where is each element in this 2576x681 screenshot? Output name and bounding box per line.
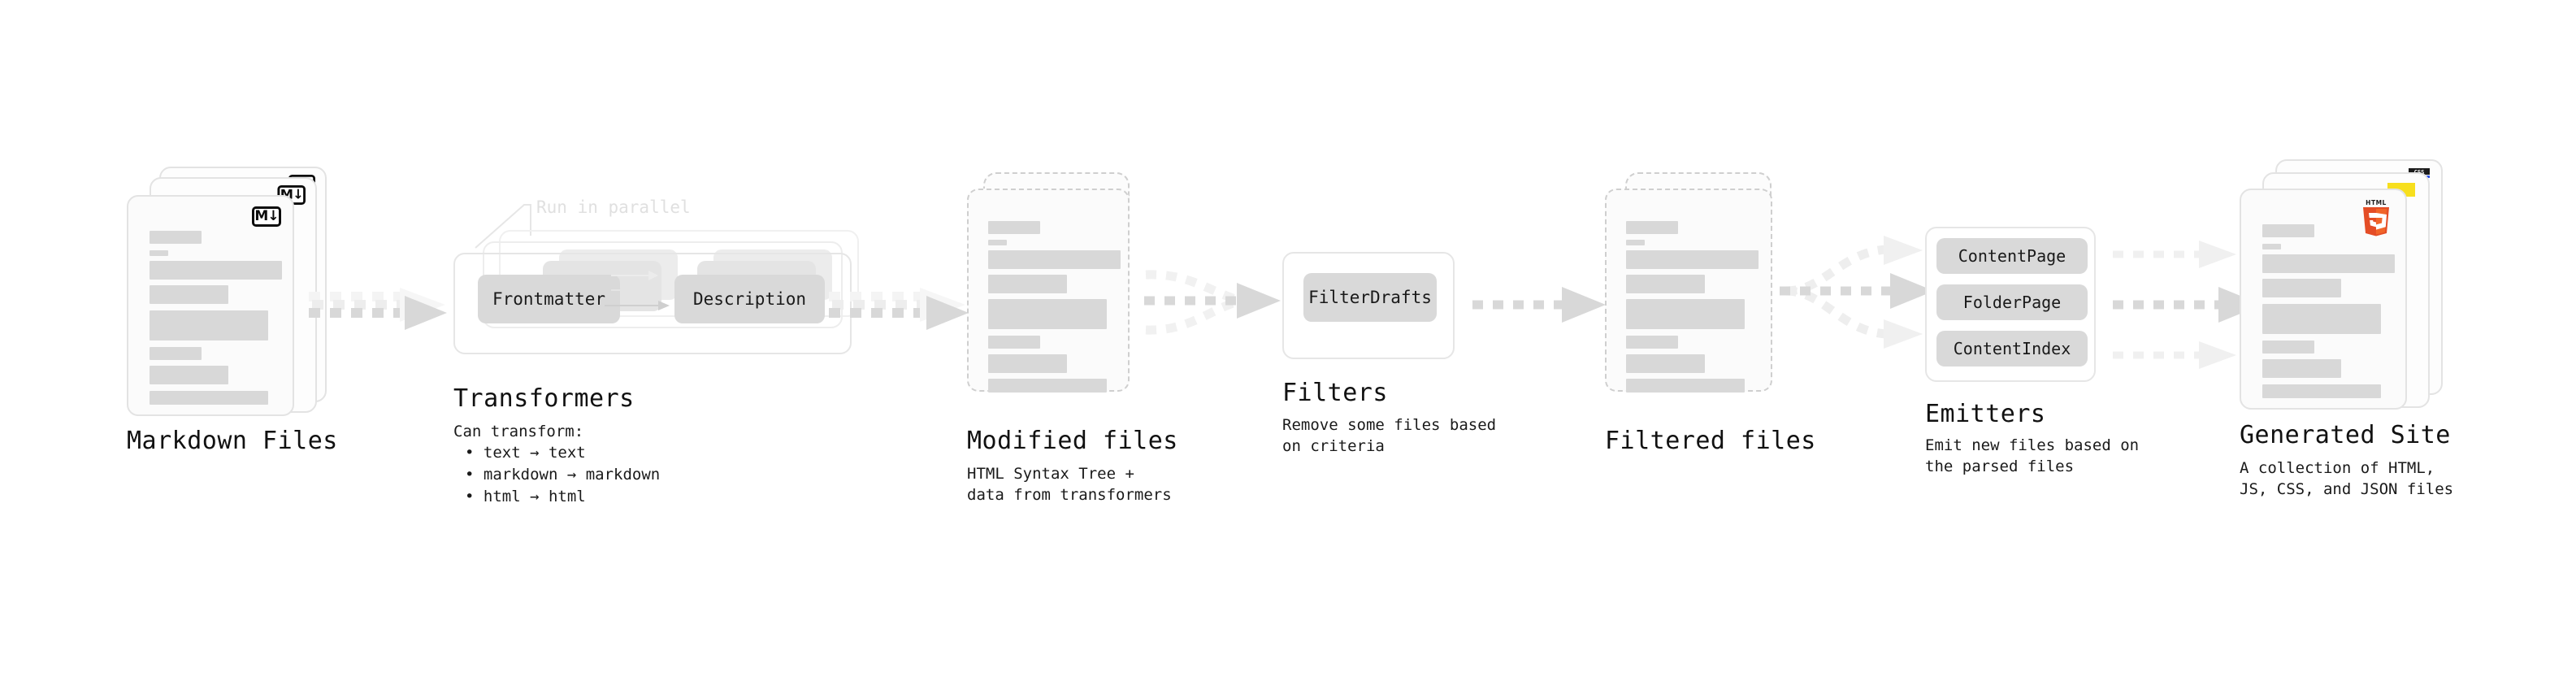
emitters-title: Emitters [1925,400,2046,428]
emitter-node-folderpage[interactable]: FolderPage [1936,284,2088,320]
doc-line [150,285,228,304]
doc-line [2262,254,2395,273]
emitters-group: ContentPage FolderPage ContentIndex [1925,227,2096,382]
doc-line [2262,304,2381,334]
doc-line [988,221,1040,234]
transformers-bullet-3: • html → html [465,488,586,505]
markdown-files-title: Markdown Files [127,427,338,455]
filter-node-filterdrafts[interactable]: FilterDrafts [1303,273,1437,322]
filters-title: Filters [1282,379,1388,407]
filtered-card-front [1605,189,1772,393]
doc-line [1626,221,1678,234]
html5-badge: HTML [2363,199,2389,236]
doc-line [988,379,1107,393]
emitter-node-contentpage[interactable]: ContentPage [1936,238,2088,274]
doc-line [2262,340,2314,354]
doc-line [988,275,1067,293]
doc-line [150,261,282,280]
arrow-transformers-to-modified [829,288,969,330]
doc-line [2262,224,2314,237]
doc-line [988,240,1007,245]
filters-description: Remove some files based on criteria [1282,416,1497,455]
doc-line [1626,379,1745,393]
emitters-description: Emit new files based on the parsed files [1925,436,2140,475]
transformers-bullet-1: • text → text [465,444,586,462]
doc-line [988,299,1107,329]
doc-line [2262,279,2341,297]
arrow-filtered-to-emitters [1780,236,1934,349]
markdown-card-front: M↓ [127,195,294,416]
doc-line [988,250,1121,269]
emitter-node-contentindex[interactable]: ContentIndex [1936,331,2088,367]
markdown-badge-front: M↓ [252,206,281,227]
generated-site-title: Generated Site [2240,421,2451,449]
doc-line [1626,250,1759,269]
doc-line [150,310,268,340]
doc-line [988,336,1040,349]
doc-line [2262,359,2341,378]
transformer-inner-arrows [605,271,670,310]
transformer-node-frontmatter[interactable]: Frontmatter [478,275,620,323]
transformers-bullet-2: • markdown → markdown [465,466,661,484]
doc-line [150,391,268,405]
filters-group: FilterDrafts [1282,252,1455,359]
doc-line [1626,299,1745,329]
doc-line [1626,275,1705,293]
run-in-parallel-label: Run in parallel [536,197,691,217]
filtered-files-title: Filtered files [1605,427,1816,455]
doc-line [2262,244,2281,249]
doc-line [150,250,168,256]
arrow-filters-to-filtered [1472,287,1606,323]
arrow-modified-to-filters [1144,270,1281,335]
transformer-node-description[interactable]: Description [674,275,825,323]
transformers-title: Transformers [453,384,635,413]
doc-line [1626,240,1645,245]
doc-line [150,231,202,244]
transformers-group-front: Frontmatter Description [453,253,852,354]
doc-line [988,354,1067,373]
svg-text:HTML: HTML [2366,199,2387,206]
run-in-parallel-leader [475,204,531,249]
modified-files-description: HTML Syntax Tree + data from transformer… [967,465,1172,504]
doc-line [150,366,228,384]
doc-line [1626,354,1705,373]
arrow-markdown-to-transformers [309,288,447,330]
doc-line [150,347,202,360]
modified-card-front [967,189,1130,393]
site-card-front: HTML [2240,189,2407,410]
doc-line [1626,336,1678,349]
transformers-description: Can transform: [453,423,584,440]
generated-site-description: A collection of HTML, JS, CSS, and JSON … [2240,459,2454,498]
doc-line [2262,384,2381,398]
modified-files-title: Modified files [967,427,1178,455]
